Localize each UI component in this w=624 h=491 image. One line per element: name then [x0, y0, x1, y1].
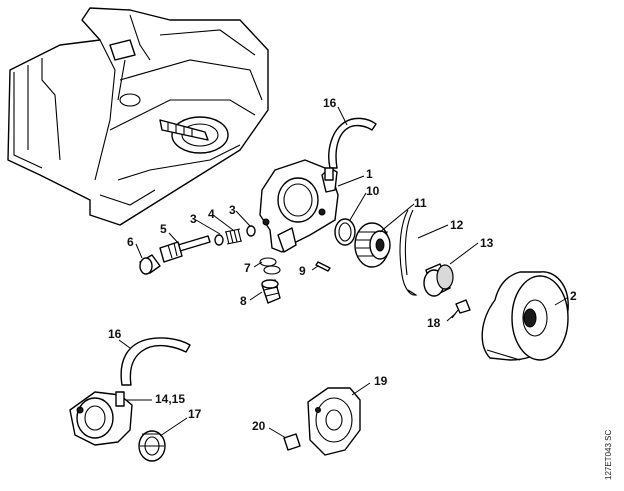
callout-label: 4 [208, 207, 215, 221]
small-plug [283, 433, 301, 451]
callout-label: 12 [450, 218, 464, 232]
callout-label: 2 [570, 289, 577, 303]
oil-hose-top [328, 117, 377, 169]
oil-pump-lower [69, 391, 133, 446]
callout-label: 5 [160, 222, 167, 236]
callout-label: 16 [108, 327, 122, 341]
worm-gear-lower [138, 430, 166, 462]
end-cap [139, 254, 161, 275]
pump-cover [307, 387, 361, 456]
callout-label: 1 [366, 167, 373, 181]
callout-label: 7 [244, 261, 251, 275]
clutch-drum [481, 271, 569, 361]
spring [224, 228, 243, 245]
spring-clip [399, 209, 418, 296]
o-ring-upper [259, 257, 277, 267]
washer-left [214, 234, 224, 246]
callout-label: 17 [188, 407, 202, 421]
worm-gear [354, 222, 391, 268]
callout-label: 16 [323, 96, 337, 110]
o-ring-lower [263, 265, 281, 275]
leader-lines [118, 106, 568, 439]
callout-label: 8 [240, 294, 247, 308]
crankcase-housing [7, 7, 269, 226]
callout-label: 3 [229, 203, 236, 217]
callout-label: 18 [427, 316, 441, 330]
callout-label: 3 [190, 212, 197, 226]
callout-label: 20 [252, 419, 266, 433]
bushing [423, 263, 454, 297]
reference-code: 127ET043 SC [604, 429, 613, 480]
washer [334, 218, 356, 246]
callout-label: 14,15 [155, 392, 186, 406]
callout-label: 19 [374, 374, 388, 388]
valve-fitting [261, 279, 281, 304]
callout-label: 13 [480, 236, 494, 250]
callout-label: 11 [414, 196, 427, 210]
screw [451, 299, 471, 319]
oil-pump-housing [259, 159, 339, 253]
pin [315, 261, 331, 272]
callout-label: 6 [127, 235, 134, 249]
callout-label: 10 [366, 184, 380, 198]
pump-piston [159, 235, 211, 263]
oil-hose-bottom [120, 337, 191, 386]
washer-right [246, 225, 256, 237]
callout-label: 9 [299, 264, 306, 278]
